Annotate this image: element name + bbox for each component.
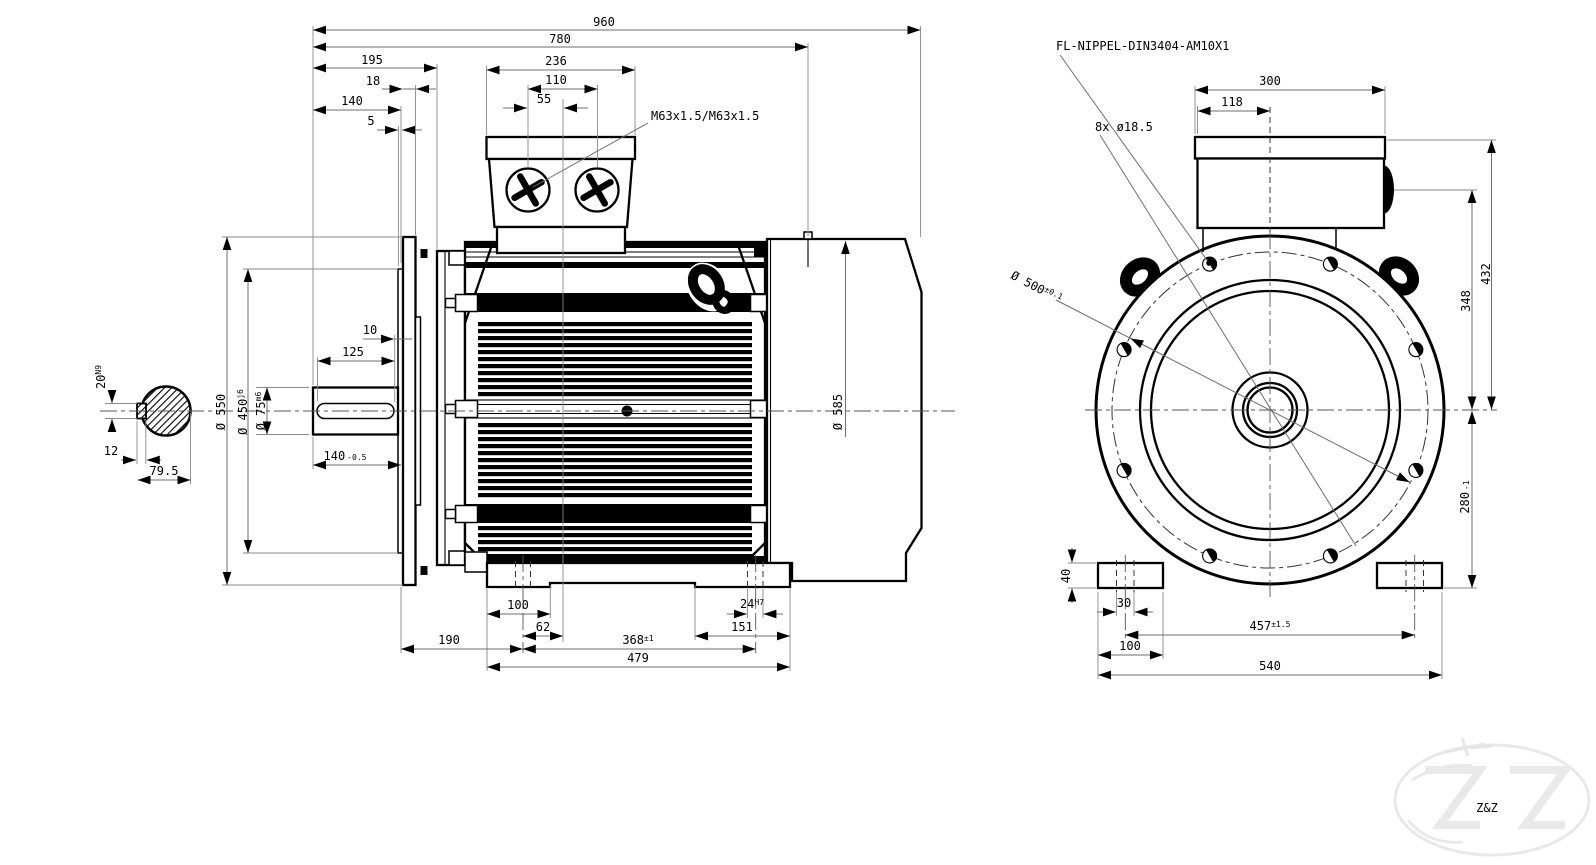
dim-key-depth: 12 [104,444,118,458]
fins-upper [478,322,752,397]
dim-c: 190 [438,633,460,647]
cable-gland-2 [574,167,620,213]
cable-gland-1 [505,167,551,213]
dim-key-width: 20N9 [94,365,108,389]
end-view: FL-NIPPEL-DIN3404-AM10X1 8x ø18.5 Ø 500±… [1009,39,1497,680]
dims-side-bottom: 100 62 24H7 151 190 368±1 479 [401,597,790,672]
fan-cowl [754,231,923,583]
dim-foot-width: 100 [1119,639,1141,653]
dim-foot-length: 479 [627,651,649,665]
dim-foot-hole: 24H7 [740,597,764,611]
dims-side-top: 960 780 195 18 140 5 236 110 55 M63x1.5/… [313,15,921,188]
dim-box-top-height: 432 [1479,263,1493,285]
fins-lower [478,423,752,500]
dim-total-length: 960 [593,15,615,29]
dim-box-width: 236 [545,54,567,68]
lower-band [466,504,764,523]
dim-cowl-dia: Ø 585 [831,394,845,430]
dim-gland-pitch: 110 [545,73,567,87]
flange-bolt-holes [1116,256,1424,564]
upper-band [466,293,764,312]
label-nipple: FL-NIPPEL-DIN3404-AM10X1 [1056,39,1229,53]
flange-bolt-top [420,249,428,258]
dim-foot-slot: 30 [1117,596,1131,610]
dim-body-length: 780 [549,32,571,46]
leaders-end: FL-NIPPEL-DIN3404-AM10X1 8x ø18.5 Ø 500±… [1009,39,1411,547]
dim-flange-overhang: 195 [361,53,383,67]
dim-foot-pad-front: 100 [507,598,529,612]
label-gland-thread: M63x1.5/M63x1.5 [651,109,759,123]
dims-end: 300 118 432 348 280-1 40 30 457±1.5 100 … [1059,74,1496,680]
dim-foot-pitch: 368±1 [622,633,654,647]
feet-end [1096,560,1444,592]
dim-hole-to-center: 62 [536,620,550,634]
dim-spigot-depth: 5 [367,114,374,128]
gland-bump [1384,165,1395,214]
mid-rail [464,399,766,419]
dim-foot-span: 457±1.5 [1250,619,1291,633]
dims-cowl: Ø 585 [831,241,850,437]
dim-key-runout: 10 [363,323,377,337]
dim-shaft-to-flange: 140 [341,94,363,108]
flange-bolt-bottom [420,566,428,575]
dim-shaft-flat: 79.5 [150,464,179,478]
dim-key-length: 125 [342,345,364,359]
fins-bottom [478,526,752,556]
logo-watermark: Z&Z [1393,737,1591,857]
dim-foot-pad-rear: 151 [731,620,753,634]
dim-gland-pos: 118 [1221,95,1243,109]
dim-shaft-length: 140-0.5 [324,449,367,463]
motor-body [444,240,783,565]
terminal-box-side [485,135,637,255]
dim-base-width: 540 [1259,659,1281,673]
side-view: 960 780 195 18 140 5 236 110 55 M63x1.5/… [94,15,955,672]
dim-shaft-height: 280-1 [1458,480,1472,514]
dim-box-total: 300 [1259,74,1281,88]
dim-gland-offset: 55 [537,92,551,106]
logo-text: Z&Z [1476,801,1498,815]
dim-shaft-dia: Ø 75m6 [254,392,268,431]
terminal-box-end [1193,107,1395,252]
dim-foot-height: 40 [1059,569,1073,583]
eyebolt-icon [686,262,736,314]
dims-side-left: 20N9 12 79.5 Ø 550 Ø 450j6 Ø 75m6 10 125… [94,237,412,585]
dim-spigot-od: Ø 450j6 [236,389,250,435]
label-flange-holes: 8x ø18.5 [1095,120,1153,134]
dim-flange-od: Ø 550 [214,394,228,430]
dim-gland-height: 348 [1459,290,1473,312]
dim-flange-thickness: 18 [366,74,380,88]
